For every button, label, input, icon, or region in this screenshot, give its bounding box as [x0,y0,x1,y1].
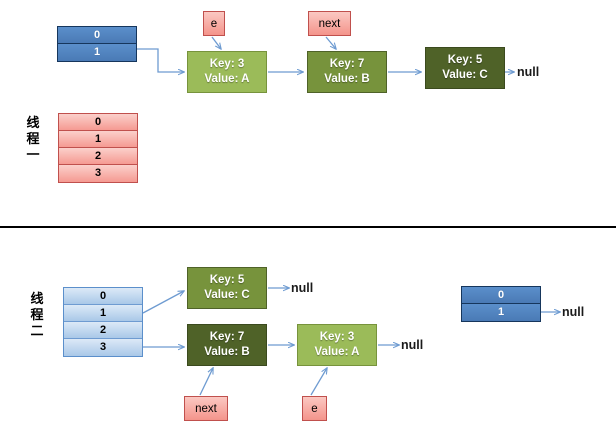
b-entry-node-key5-key: Key: 5 [209,274,245,286]
b-pointer-tag-next[interactable]: next [184,396,228,421]
result-bucket-row-0[interactable]: 0 [462,287,540,304]
new-bucket-row-0[interactable]: 0 [59,114,137,131]
b-entry-node-key7-value: Value: B [204,346,250,358]
b-entry-node-key5-value: Value: C [204,289,250,301]
b-entry-node-key3-value: Value: A [314,346,360,358]
wire-b-tag-next-to-node7 [199,368,213,396]
bucket-row-1[interactable]: 1 [58,44,136,61]
entry-node-key3-key: Key: 3 [209,58,245,70]
thread-label-one-char-1: 程 [26,132,40,147]
null-terminator-bottom-1: null [291,281,314,295]
b-pointer-tag-e-label: e [311,402,318,415]
new-bucket-row-2[interactable]: 2 [59,148,137,165]
b-entry-node-key3[interactable]: Key: 3 Value: A [297,324,377,366]
b-entry-node-key5[interactable]: Key: 5 Value: C [187,267,267,309]
entry-node-key7-key: Key: 7 [329,58,365,70]
thread2-bucket-row-0[interactable]: 0 [64,288,142,305]
entry-node-key7[interactable]: Key: 7 Value: B [307,51,387,93]
thread-label-one-char-0: 线 [26,116,40,131]
entry-node-key7-value: Value: B [324,73,370,85]
b-pointer-tag-e[interactable]: e [302,396,327,421]
thread2-bucket-row-2[interactable]: 2 [64,322,142,339]
new-bucket-row-1[interactable]: 1 [59,131,137,148]
entry-node-key5-value: Value: C [442,69,488,81]
pointer-tag-next[interactable]: next [308,11,351,36]
wire-b-tag-e-to-node3 [310,368,327,396]
thread-label-two-char-1: 程 [30,308,44,323]
result-bucket-row-1[interactable]: 1 [462,304,540,321]
wire-tag-next-to-node7 [325,36,336,49]
b-entry-node-key3-key: Key: 3 [319,331,355,343]
wire-t2table-to-node5 [142,291,184,314]
b-entry-node-key7-key: Key: 7 [209,331,245,343]
section-divider [0,226,616,228]
null-terminator-top: null [517,65,540,79]
thread-label-two-char-2: 二 [30,324,44,339]
thread2-bucket-table[interactable]: 0 1 2 3 [63,287,143,357]
pointer-tag-e-label: e [210,17,218,30]
thread-label-one: 线 程 一 [24,116,42,164]
thread-label-one-char-2: 一 [26,148,40,163]
entry-node-key3[interactable]: Key: 3 Value: A [187,51,267,93]
thread-label-two: 线 程 二 [28,292,46,340]
b-entry-node-key7[interactable]: Key: 7 Value: B [187,324,267,366]
null-terminator-bottom-2: null [401,338,424,352]
new-bucket-table[interactable]: 0 1 2 3 [58,113,138,183]
thread2-bucket-row-3[interactable]: 3 [64,339,142,356]
pointer-tag-next-label: next [318,17,341,30]
entry-node-key5-key: Key: 5 [447,54,483,66]
wire-tag-e-to-node3 [211,36,221,49]
result-bucket-table[interactable]: 0 1 [461,286,541,322]
new-bucket-row-3[interactable]: 3 [59,165,137,182]
wire-table-to-node3 [137,48,184,72]
null-terminator-bottom-3: null [562,305,585,319]
bucket-row-0[interactable]: 0 [58,27,136,44]
old-bucket-table[interactable]: 0 1 [57,26,137,62]
pointer-tag-e[interactable]: e [203,11,225,36]
b-pointer-tag-next-label: next [195,402,217,415]
thread-label-two-char-0: 线 [30,292,44,307]
entry-node-key3-value: Value: A [204,73,250,85]
thread2-bucket-row-1[interactable]: 1 [64,305,142,322]
entry-node-key5[interactable]: Key: 5 Value: C [425,47,505,89]
